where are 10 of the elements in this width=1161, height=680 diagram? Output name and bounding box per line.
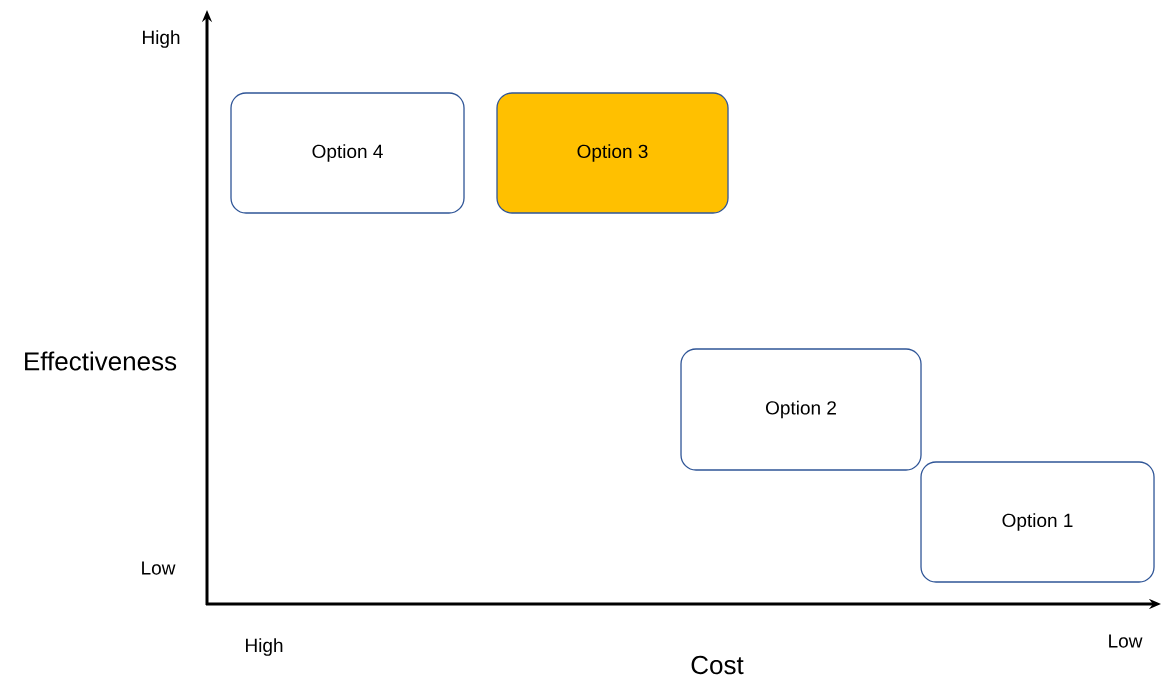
axis-end-label: High <box>246 638 283 656</box>
option-box: Option 2 <box>680 348 922 471</box>
axis-end-label: Low <box>142 561 176 575</box>
axis-title: Cost <box>691 655 744 675</box>
option-box: Option 3 <box>496 92 729 214</box>
option-box: Option 4 <box>230 92 465 214</box>
axis-end-label: Low <box>1109 634 1143 648</box>
axis-end-label: High <box>143 30 180 48</box>
option-box: Option 1 <box>920 461 1155 583</box>
axis-title: Effectiveness <box>25 351 177 371</box>
